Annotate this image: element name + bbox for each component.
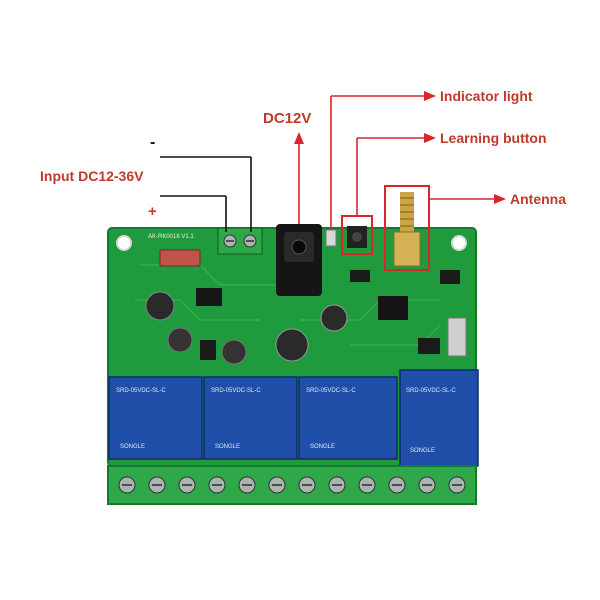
relay-4: SRD-05VDC-SL-C SONGLE <box>399 369 479 467</box>
svg-text:SRD-05VDC-SL-C: SRD-05VDC-SL-C <box>406 388 456 394</box>
silkscreen-label: AK-RK0018 V1.1 <box>148 234 194 240</box>
relay-3: SRD-05VDC-SL-C SONGLE <box>298 376 398 460</box>
label-input: Input DC12-36V <box>40 168 144 184</box>
svg-text:SONGLE: SONGLE <box>310 444 335 450</box>
leader-lines <box>160 91 506 232</box>
svg-text:SONGLE: SONGLE <box>410 448 435 454</box>
label-dc12v: DC12V <box>263 110 311 127</box>
mounting-hole <box>116 235 132 251</box>
relay-2: SRD-05VDC-SL-C SONGLE <box>203 376 298 460</box>
electronic-components <box>145 249 467 365</box>
label-learning-button: Learning button <box>440 130 547 146</box>
power-terminal-block <box>217 227 263 255</box>
mounting-hole <box>451 235 467 251</box>
relay-1: SRD-05VDC-SL-C SONGLE <box>108 376 203 460</box>
svg-text:SONGLE: SONGLE <box>215 444 240 450</box>
svg-text:SRD-05VDC-SL-C: SRD-05VDC-SL-C <box>211 388 261 394</box>
dc-jack <box>276 224 322 296</box>
learning-button <box>341 215 373 255</box>
label-plus: + <box>148 203 157 220</box>
antenna-connector <box>384 185 430 271</box>
terminal-strip <box>107 465 477 505</box>
svg-text:SRD-05VDC-SL-C: SRD-05VDC-SL-C <box>116 388 166 394</box>
svg-text:SONGLE: SONGLE <box>120 444 145 450</box>
label-indicator-light: Indicator light <box>440 88 533 104</box>
label-minus: - <box>150 134 155 151</box>
label-antenna: Antenna <box>510 191 566 207</box>
svg-text:SRD-05VDC-SL-C: SRD-05VDC-SL-C <box>306 388 356 394</box>
indicator-led <box>325 229 337 247</box>
